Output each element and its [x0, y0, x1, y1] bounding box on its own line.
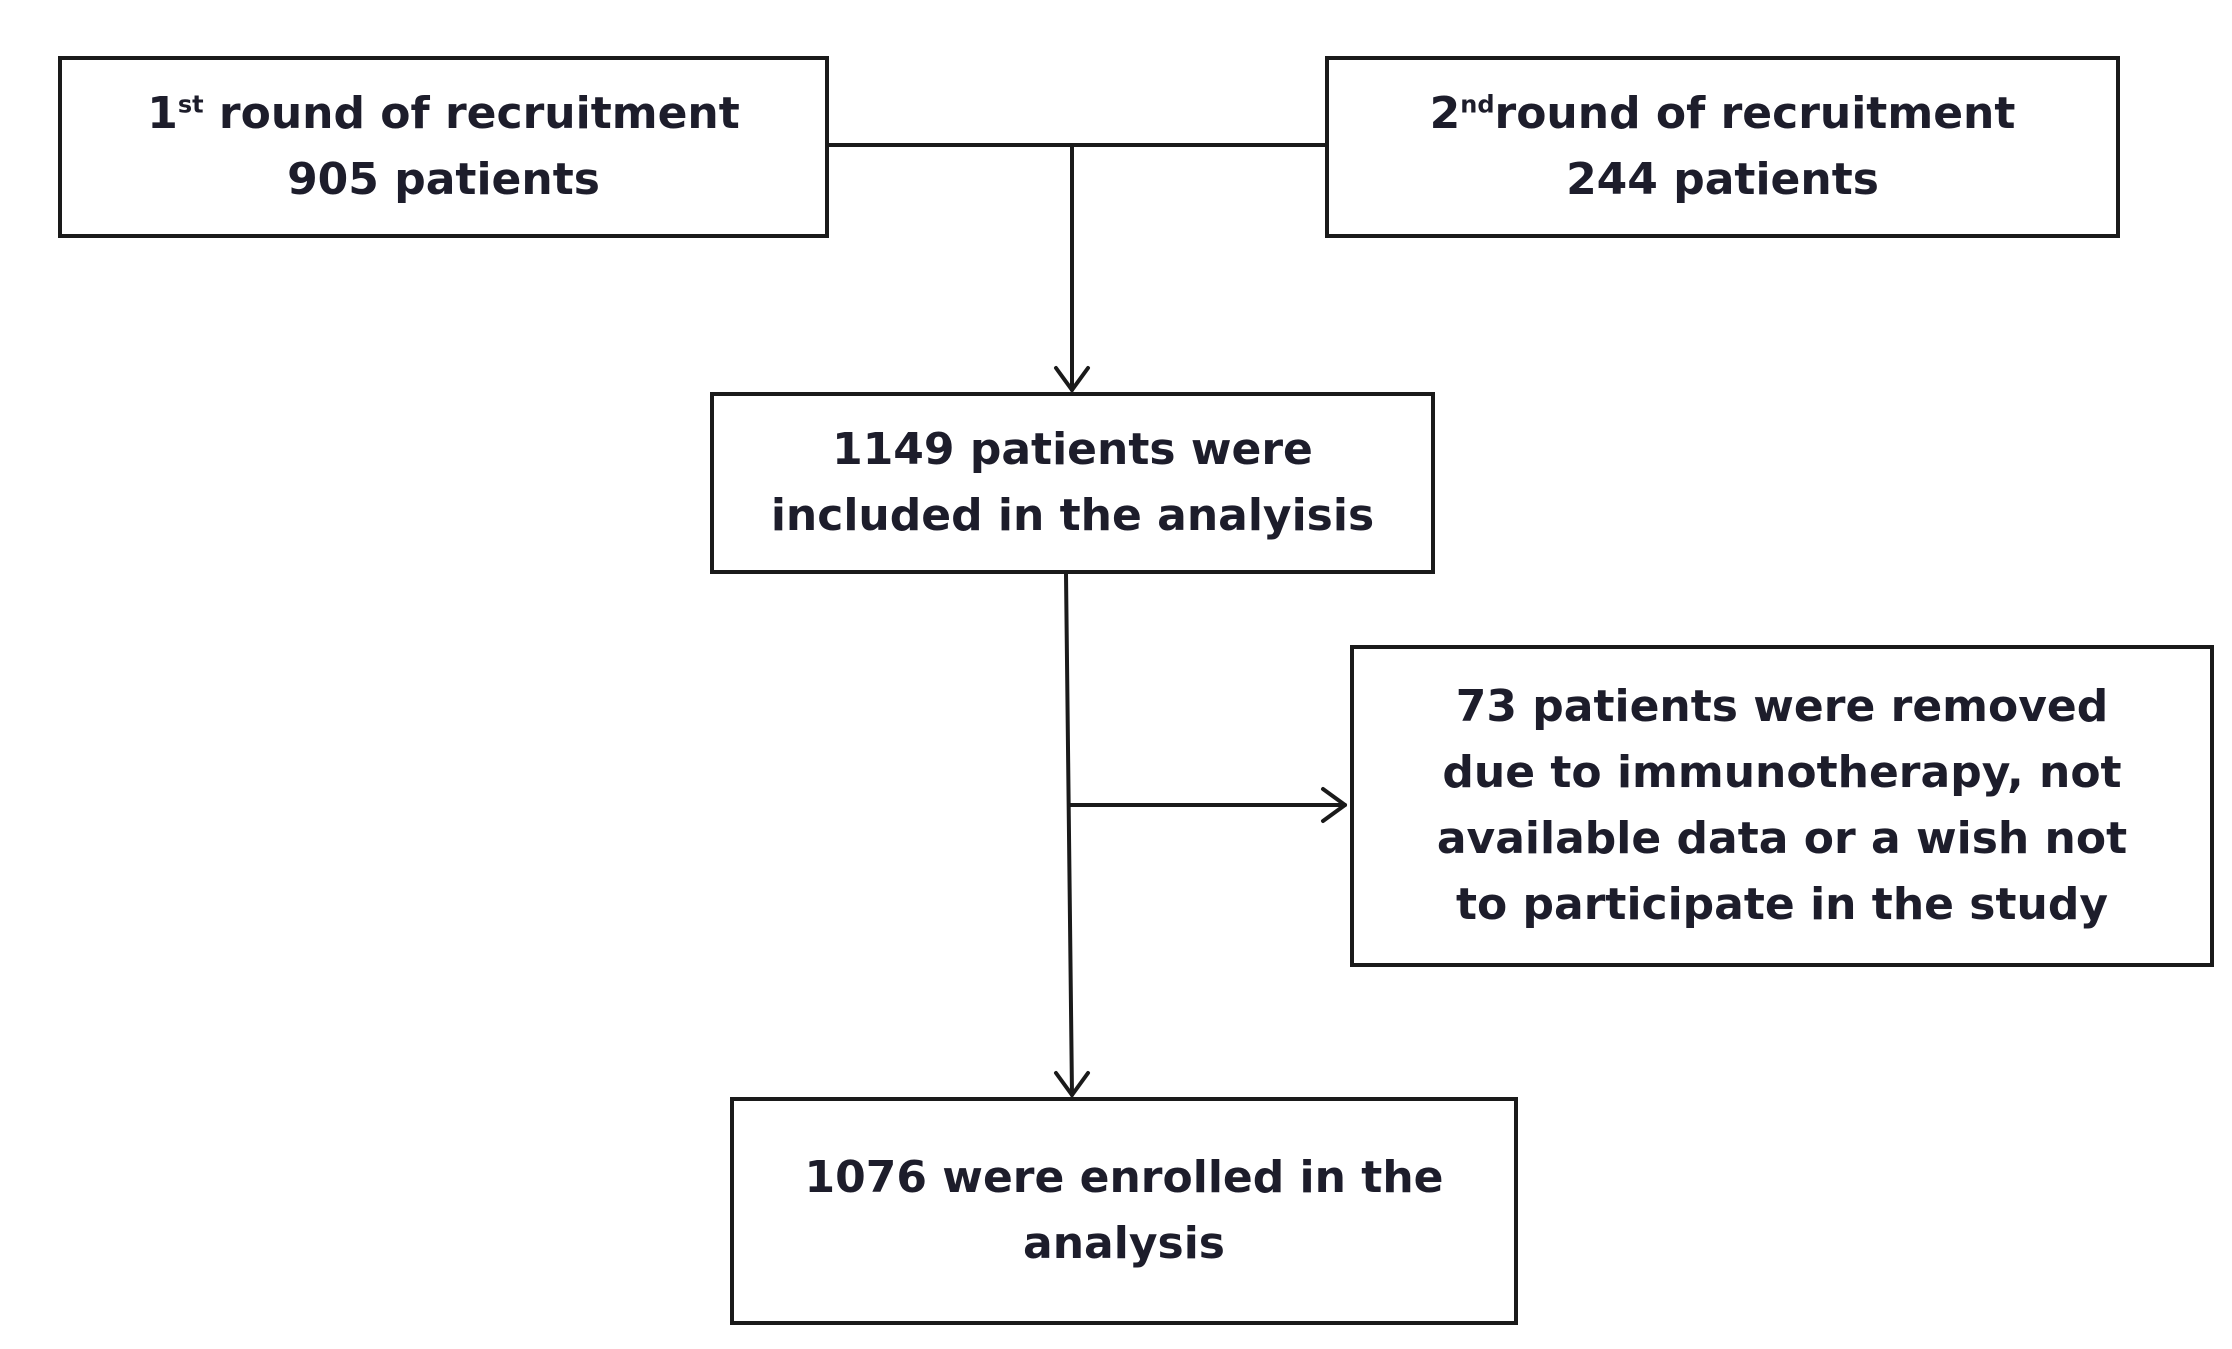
included-line-2: included in the analyisis: [770, 490, 1375, 541]
included-line-1: 1149 patients were: [832, 424, 1313, 475]
enrolled-line-1: 1076 were enrolled in the: [804, 1152, 1444, 1203]
enrolled-line-2: analysis: [1023, 1218, 1225, 1269]
exclusion-arrowhead: [1321, 787, 1347, 823]
merge-arrowhead: [1054, 366, 1090, 392]
first-round-title-text: round of recruitment: [203, 88, 740, 139]
removed-line-3: available data or a wish not: [1436, 813, 2128, 864]
second-round-title-text: round of recruitment: [1494, 88, 2016, 139]
enrolled-arrowhead: [1054, 1071, 1090, 1097]
first-round-title: 1st round of recruitment: [147, 81, 740, 147]
removed-line-4: to participate in the study: [1455, 879, 2109, 930]
removed-patients-box: 73 patients were removed due to immunoth…: [1350, 645, 2214, 967]
second-round-recruitment-box: 2ndround of recruitment 244 patients: [1325, 56, 2120, 238]
included-to-enrolled-arrow: [1064, 572, 1074, 1097]
second-round-count: 244 patients: [1566, 154, 1879, 205]
removed-line-1: 73 patients were removed: [1455, 681, 2109, 732]
first-round-ordinal: 1: [147, 88, 178, 139]
first-round-count: 905 patients: [287, 154, 600, 205]
enrolled-patients-box: 1076 were enrolled in the analysis: [730, 1097, 1518, 1325]
second-round-title: 2ndround of recruitment: [1430, 81, 2016, 147]
first-round-recruitment-box: 1st round of recruitment 905 patients: [58, 56, 829, 238]
second-round-ordinal-suffix: nd: [1460, 90, 1495, 119]
included-patients-box: 1149 patients were included in the analy…: [710, 392, 1435, 574]
removed-line-2: due to immunotherapy, not: [1442, 747, 2122, 798]
second-round-ordinal: 2: [1429, 88, 1461, 139]
first-round-ordinal-suffix: st: [177, 90, 204, 119]
